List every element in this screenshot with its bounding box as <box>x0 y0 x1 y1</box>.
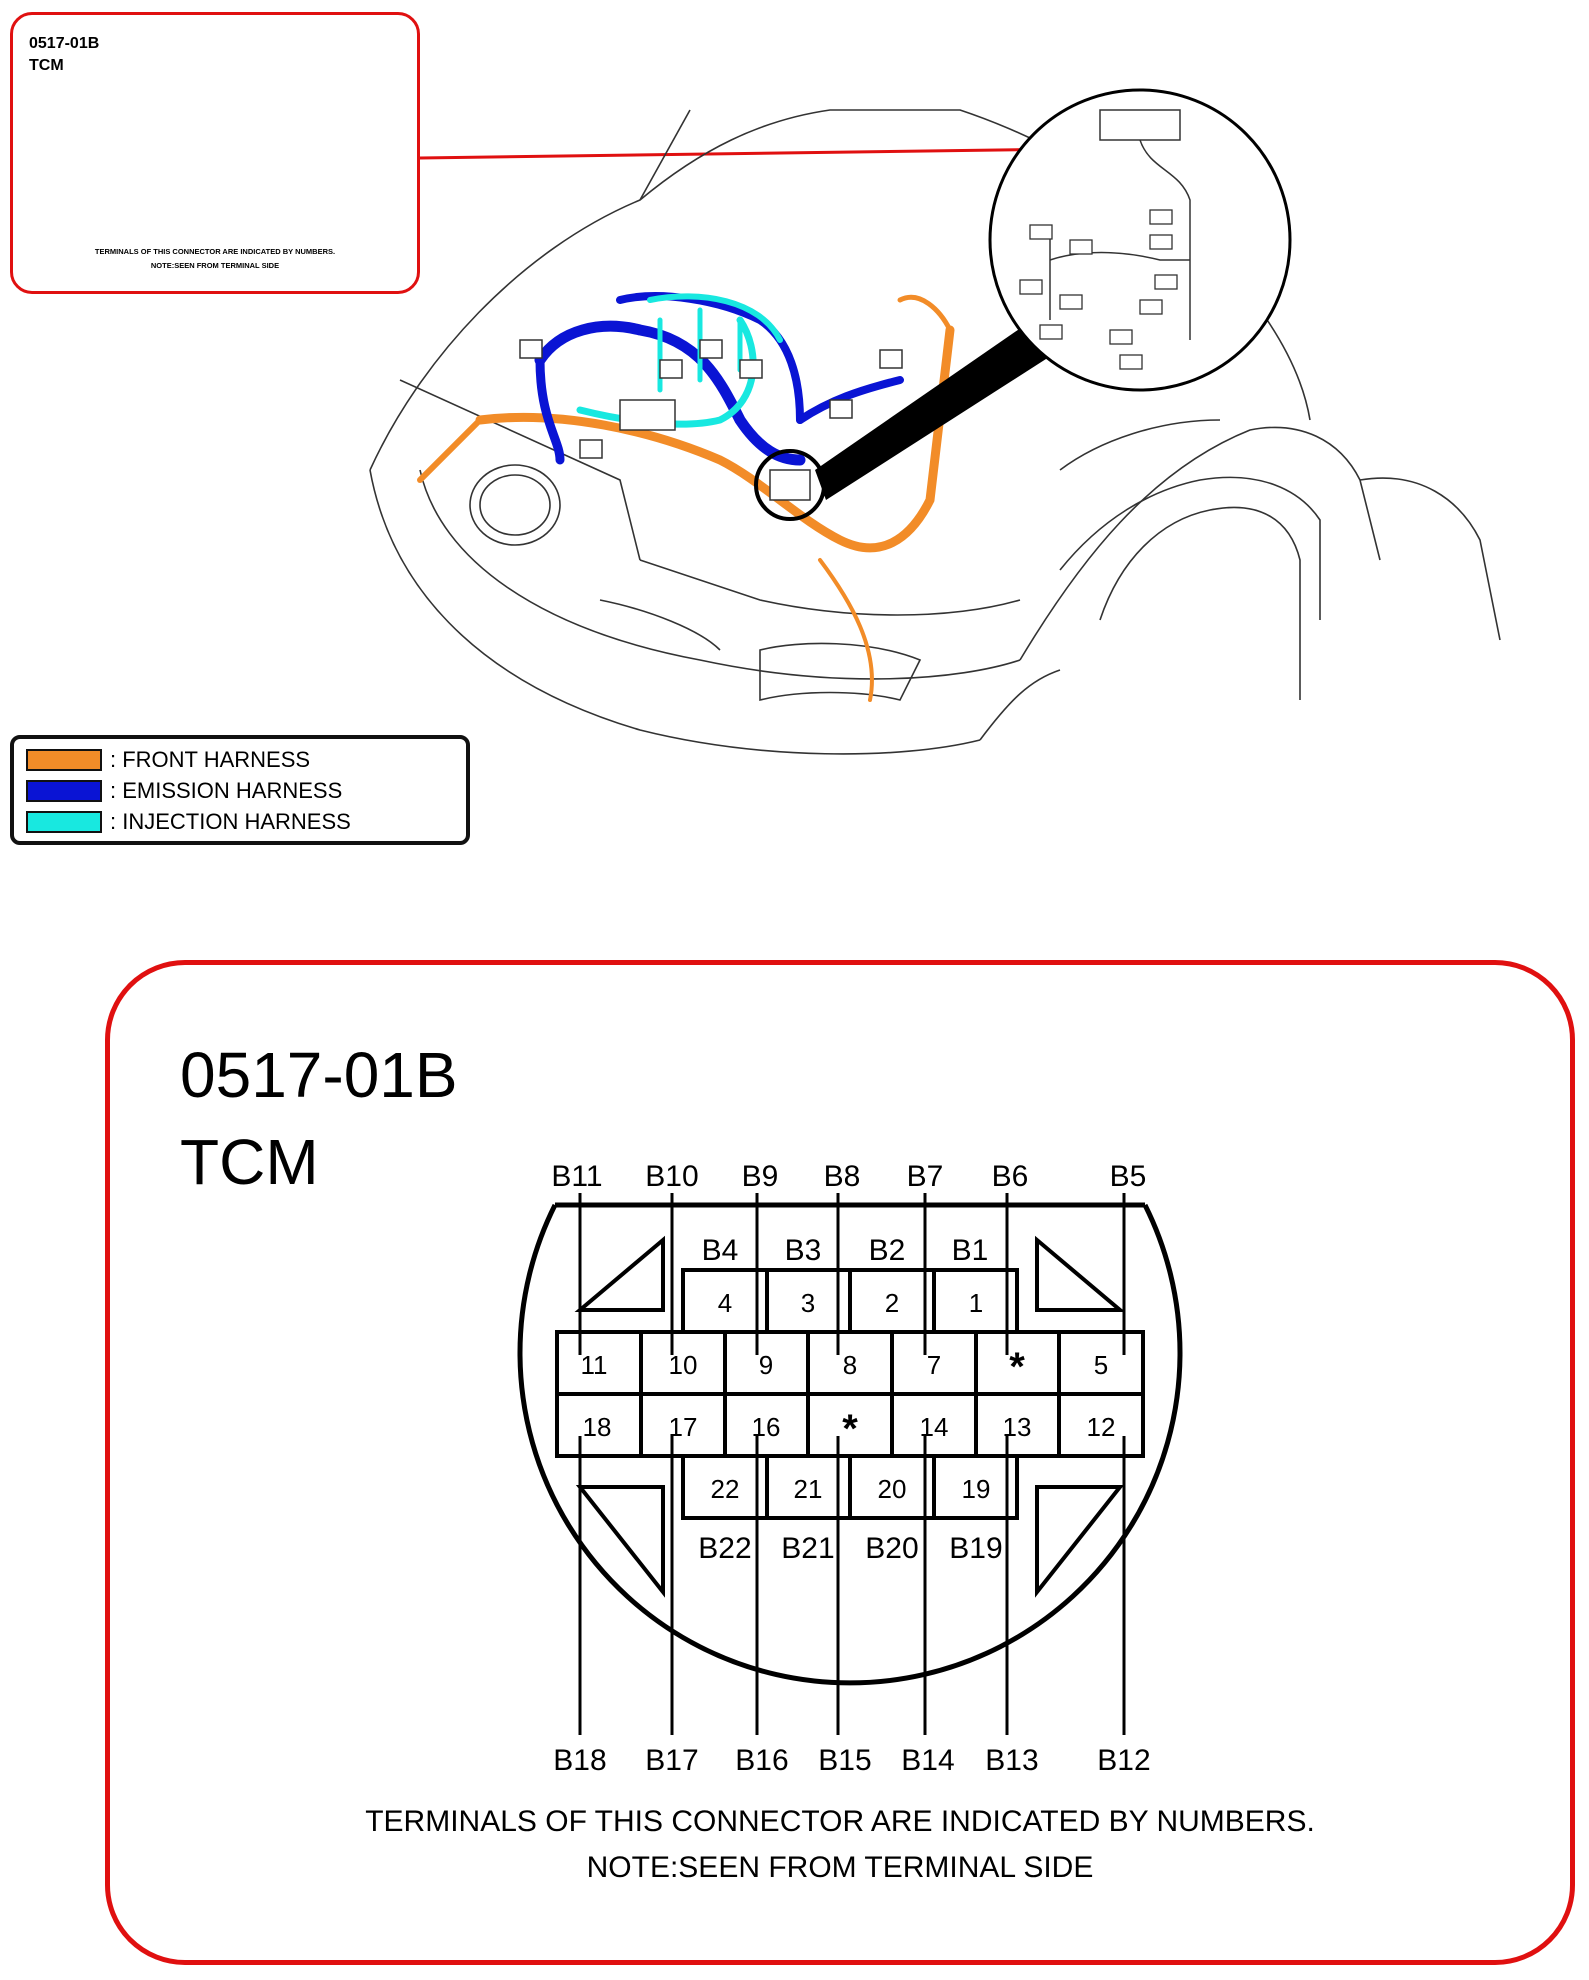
legend-swatch-front <box>26 749 102 771</box>
inset-note-2: NOTE:SEEN FROM TERMINAL SIDE <box>150 261 280 270</box>
zoom-detail <box>988 88 1292 392</box>
legend-item-front: : FRONT HARNESS <box>26 747 310 773</box>
inset-code: 0517-01B <box>29 35 100 52</box>
connector-panel: 0517-01B TCM TERMINALS OF THIS CONNECTOR… <box>105 960 1575 1965</box>
terminal-note-2: NOTE:SEEN FROM TERMINAL SIDE <box>586 1851 1094 1884</box>
legend-swatch-emission <box>26 780 102 802</box>
connector-name: TCM <box>180 1126 319 1198</box>
connector-blocks <box>519 339 903 501</box>
inset-note-1: TERMINALS OF THIS CONNECTOR ARE INDICATE… <box>94 247 336 256</box>
legend-label-front: : FRONT HARNESS <box>110 747 311 772</box>
legend-item-emission: : EMISSION HARNESS <box>26 778 342 804</box>
tcm-module <box>769 469 811 501</box>
car-outline <box>369 109 1501 755</box>
zoom-wedge <box>815 325 1060 500</box>
harness-routing <box>417 292 955 702</box>
connector-code: 0517-01B <box>180 1039 458 1111</box>
harness-legend: : FRONT HARNESS : EMISSION HARNESS : INJ… <box>10 735 470 845</box>
legend-swatch-injection <box>26 811 102 833</box>
inset-frame: 0517-01B TCM TERMINALS OF THIS CONNECTOR… <box>10 12 420 294</box>
terminal-note-1: TERMINALS OF THIS CONNECTOR ARE INDICATE… <box>365 1805 1315 1838</box>
legend-label-injection: : INJECTION HARNESS <box>110 809 351 834</box>
engine-bay-illustration <box>369 88 1501 755</box>
legend-item-injection: : INJECTION HARNESS <box>26 809 351 835</box>
inset-name: TCM <box>29 57 64 74</box>
legend-label-emission: : EMISSION HARNESS <box>110 778 343 803</box>
